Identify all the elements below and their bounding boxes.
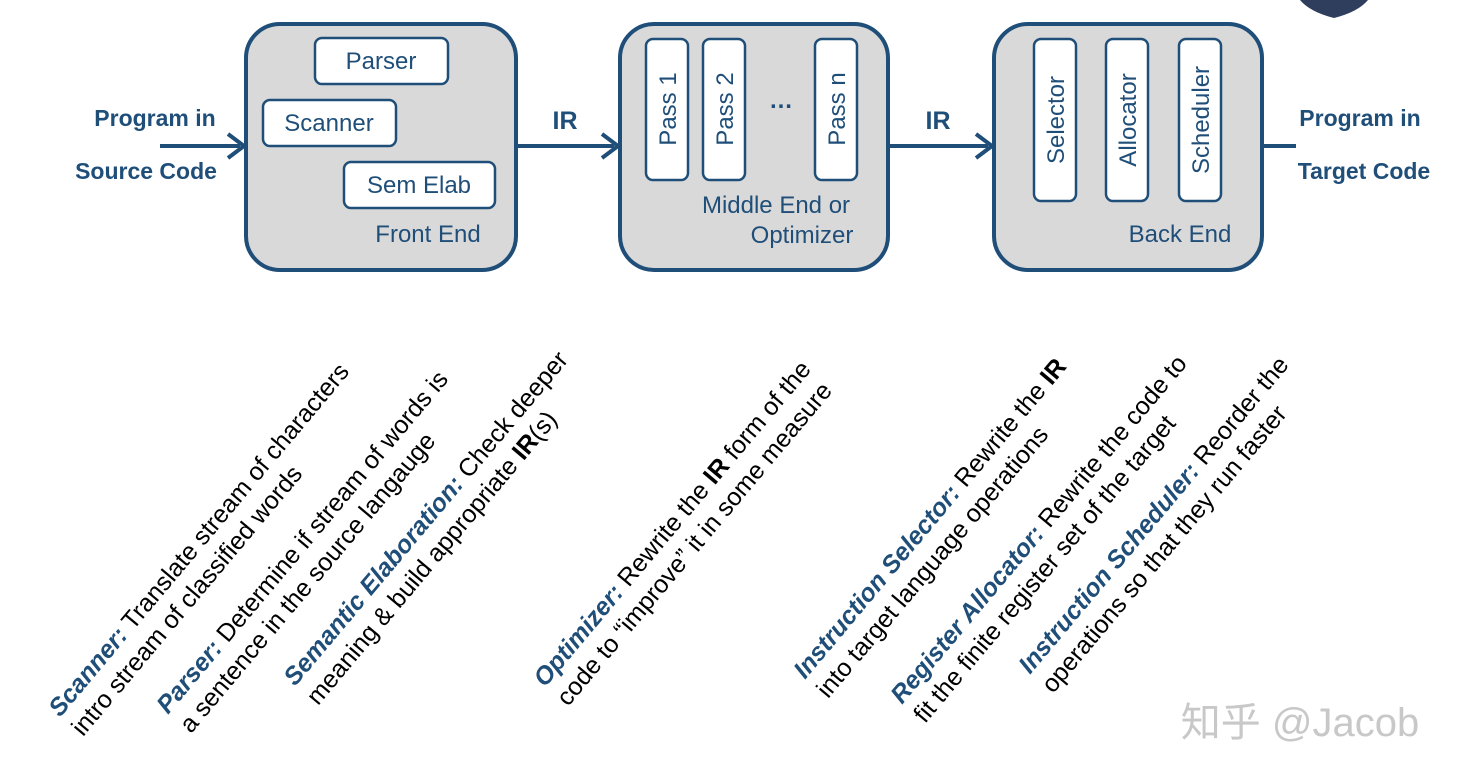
scheduler-label: Scheduler xyxy=(1188,66,1215,174)
logo-fragment-icon xyxy=(1300,0,1368,18)
pass-ellipsis: … xyxy=(769,87,793,114)
pass-n-box xyxy=(813,37,859,182)
pass-n-label: Pass n xyxy=(824,72,851,145)
sem-elab-label: Sem Elab xyxy=(367,172,471,199)
middle-end-label-1: Middle End or xyxy=(702,192,850,219)
scanner-box xyxy=(261,98,398,148)
ir-label-2: IR xyxy=(926,107,951,135)
optimizer-description: Optimizer: Rewrite the IR form of the co… xyxy=(528,356,838,712)
parser-label: Parser xyxy=(346,48,417,75)
front-end-label: Front End xyxy=(375,221,480,248)
middle-end-label-2: Optimizer xyxy=(751,222,854,249)
pass-1-label: Pass 1 xyxy=(655,72,682,145)
scanner-desc-1: Translate stream of characters xyxy=(112,358,355,640)
scheduler-box xyxy=(1177,37,1223,203)
sem-elab-box xyxy=(342,160,497,210)
source-program-label-1: Program in xyxy=(94,105,215,131)
svg-text:Optimizer: Rewrite the IR form: Optimizer: Rewrite the IR form of the xyxy=(528,356,816,692)
pass-2-label: Pass 2 xyxy=(712,72,739,145)
allocator-box xyxy=(1104,37,1150,203)
pass-2-box xyxy=(701,37,747,182)
selector-label: Selector xyxy=(1043,76,1070,164)
watermark: 知乎 @Jacob xyxy=(1181,701,1419,745)
selector-box xyxy=(1032,37,1078,203)
target-program-label-1: Program in xyxy=(1299,105,1420,131)
allocator-label: Allocator xyxy=(1115,73,1142,166)
back-end-label: Back End xyxy=(1129,221,1232,248)
pass-1-box xyxy=(644,37,690,182)
target-program-label-2: Target Code xyxy=(1298,158,1430,184)
scanner-label: Scanner xyxy=(284,110,373,137)
ir-label-1: IR xyxy=(553,107,578,135)
parser-box xyxy=(313,36,450,86)
source-program-label-2: Source Code xyxy=(75,158,217,184)
